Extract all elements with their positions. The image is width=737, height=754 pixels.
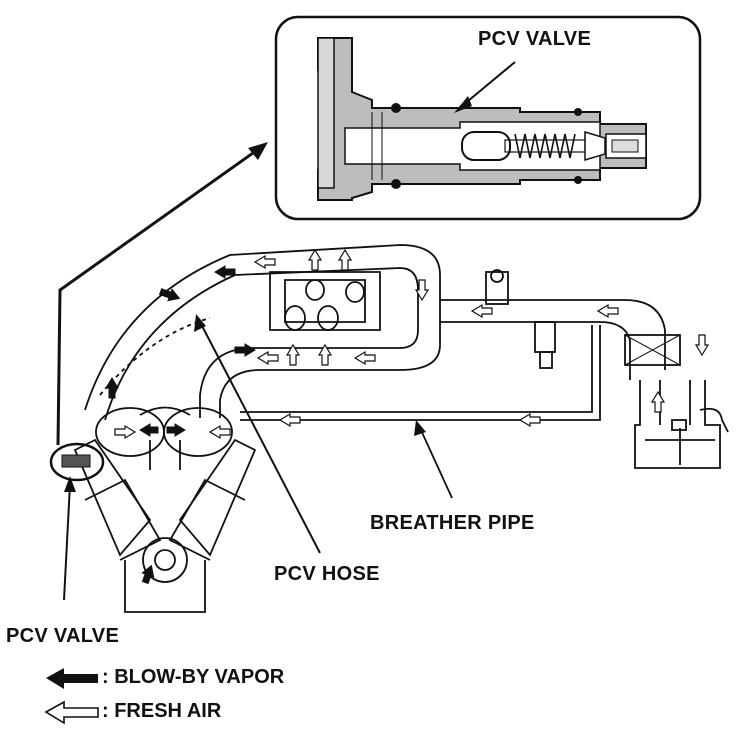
blow-by-arrows: [105, 265, 256, 585]
legend: : BLOW-BY VAPOR : FRESH AIR: [40, 662, 380, 732]
inset-leader-arrow: [56, 142, 268, 446]
pcv-valve-callout: [49, 442, 105, 601]
pcv-hose-label: PCV HOSE: [274, 563, 380, 585]
legend-blow-by-text: : BLOW-BY VAPOR: [102, 666, 285, 688]
breather-pipe-line: [240, 325, 601, 499]
intake-manifold: [84, 244, 441, 421]
pcv-hose-leader: [194, 314, 321, 554]
legend-fresh-air-text: : FRESH AIR: [102, 700, 222, 722]
blow-by-arrow-icon: [46, 668, 98, 689]
fresh-air-arrow-icon: [44, 700, 99, 725]
breather-pipe-label: BREATHER PIPE: [370, 512, 535, 534]
fresh-air-arrows: [114, 248, 710, 440]
legend-icons: [44, 668, 99, 725]
pcv-valve-label: PCV VALVE: [6, 625, 120, 647]
pcv-valve-detail-label: PCV VALVE: [478, 28, 592, 50]
air-intake-duct: [440, 269, 729, 469]
pcv-valve-inset: [274, 15, 702, 221]
engine-block: [73, 406, 257, 613]
